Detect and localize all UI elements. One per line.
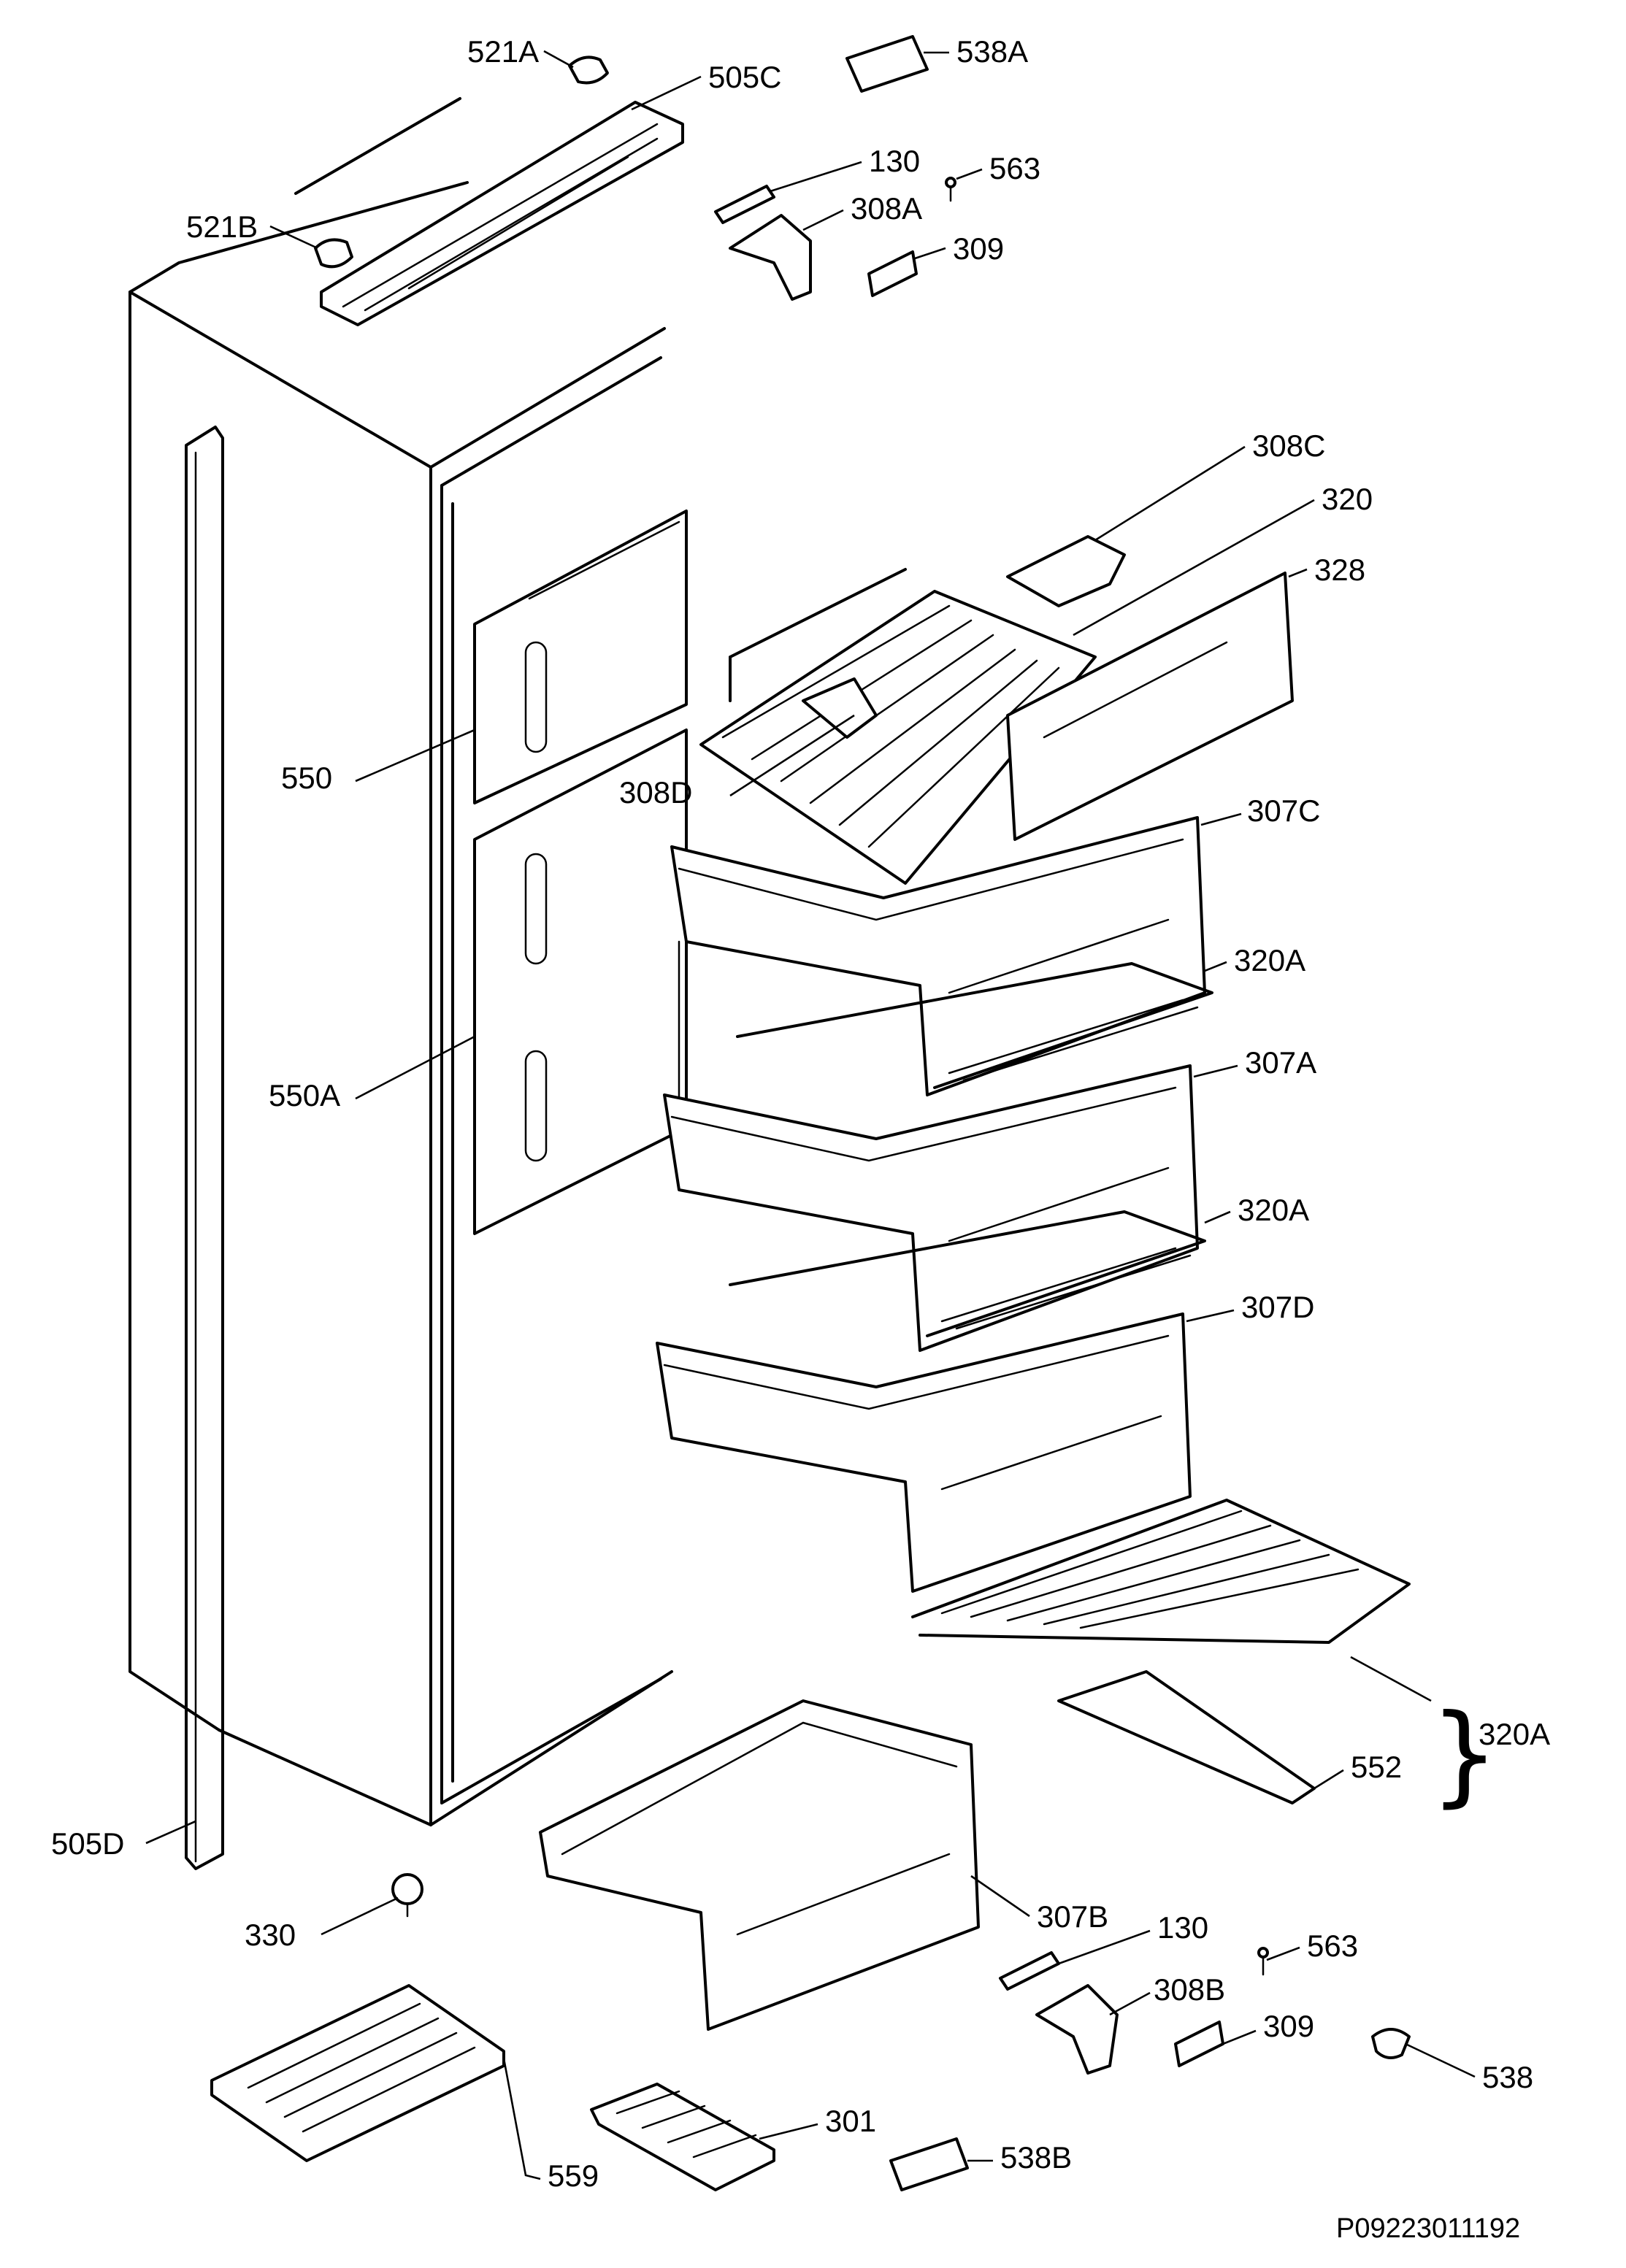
label-308c: 308C [1252, 428, 1325, 463]
bracket-538 [1371, 2028, 1411, 2059]
drawer-307a [663, 1064, 1199, 1352]
label-563-bottom: 563 [1307, 1929, 1358, 1963]
drawer-307d [656, 1312, 1192, 1593]
label-320a-2: 320A [1238, 1193, 1309, 1227]
cover-552 [1057, 1670, 1316, 1804]
label-538b: 538B [1000, 2140, 1072, 2175]
label-521b: 521B [186, 209, 258, 244]
front-panel-328 [1006, 572, 1294, 841]
label-505c: 505C [708, 60, 781, 94]
label-308a: 308A [851, 191, 922, 226]
foot-330 [391, 1873, 423, 1918]
screw-563-bottom [1257, 1947, 1269, 1976]
top-hinge-bracket [320, 101, 684, 326]
label-330: 330 [245, 1918, 296, 1952]
label-320a-1: 320A [1234, 943, 1305, 977]
ice-cube-tray-301 [590, 2083, 775, 2191]
board-538a [845, 35, 929, 93]
hinge-cap-521b [314, 238, 353, 269]
label-320a-3: 320A [1479, 1717, 1550, 1751]
label-309-top: 309 [953, 231, 1004, 266]
hinge-cap-521a [568, 55, 609, 85]
screw-563-top [945, 177, 956, 202]
cover-130-top [714, 185, 775, 224]
label-550: 550 [281, 761, 332, 795]
refrigerator-cabinet [129, 97, 673, 1870]
label-538a: 538A [956, 34, 1028, 69]
drawing-code: P09223011192 [1336, 2213, 1520, 2244]
label-320: 320 [1322, 482, 1373, 516]
label-307d: 307D [1241, 1290, 1314, 1324]
label-550a: 550A [269, 1078, 340, 1112]
bracket-308d [802, 677, 878, 739]
board-538b [889, 2137, 969, 2191]
drawer-307c [670, 816, 1206, 1096]
hinge-308b [1035, 1984, 1119, 2075]
label-563-top: 563 [989, 151, 1040, 185]
label-307b: 307B [1037, 1899, 1108, 1934]
label-505d: 505D [51, 1826, 124, 1861]
pad-309-bottom [1174, 2021, 1224, 2067]
part-labels: 521A 505C 538A 130 563 308A 309 521B 308… [51, 34, 1550, 2244]
label-130-top: 130 [869, 144, 920, 178]
label-308b: 308B [1154, 1972, 1225, 2007]
label-552: 552 [1351, 1750, 1402, 1784]
label-307a: 307A [1245, 1045, 1316, 1080]
pad-309-top [867, 250, 918, 297]
label-307c: 307C [1247, 793, 1320, 828]
label-301: 301 [825, 2104, 876, 2138]
leader-lines [145, 50, 1476, 2180]
hinge-308a [729, 214, 812, 301]
bracket-308c [1006, 535, 1126, 607]
label-130-bottom: 130 [1157, 1910, 1208, 1945]
label-538: 538 [1482, 2060, 1533, 2094]
wire-shelf-320a-3 [911, 1499, 1411, 1644]
brace-320a: } [1430, 1691, 1499, 1818]
label-308d: 308D [619, 775, 692, 810]
drawer-307b [539, 1699, 980, 2031]
wire-shelf-320a-2 [729, 1210, 1206, 1337]
cover-130-bottom [999, 1951, 1060, 1991]
side-rail-550 [473, 510, 688, 804]
wire-shelf-320a-1 [736, 962, 1213, 1089]
ice-tray-559 [210, 1984, 505, 2162]
label-559: 559 [548, 2159, 599, 2193]
label-521a: 521A [467, 34, 539, 69]
label-328: 328 [1314, 553, 1365, 587]
label-309-bottom: 309 [1263, 2009, 1314, 2043]
